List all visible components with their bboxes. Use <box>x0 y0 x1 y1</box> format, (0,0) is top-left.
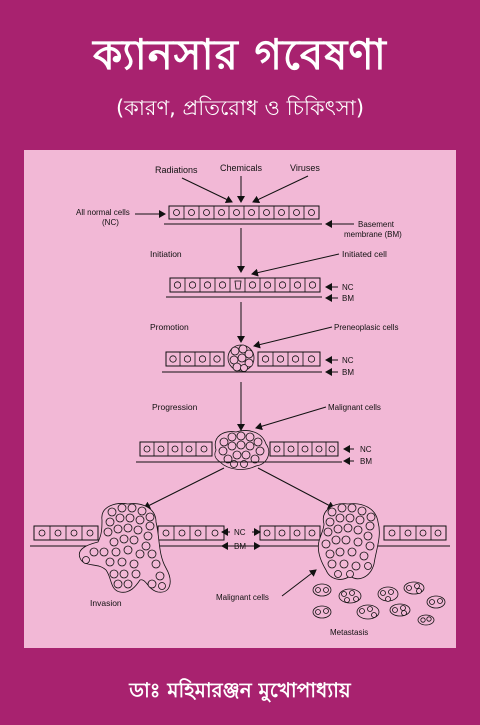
bm-label-1: BM <box>342 294 354 303</box>
normal-cell-row <box>164 205 322 225</box>
metastasis-label: Metastasis <box>330 628 368 637</box>
author-name: ডাঃ মহিমারঞ্জন মুখোপাধ্যায় <box>129 678 351 702</box>
basement-label: Basement <box>358 220 395 229</box>
promotion-label: Promotion <box>150 322 189 332</box>
initiation-label: Initiation <box>150 249 182 259</box>
preneoplastic-cluster <box>227 344 255 372</box>
bm-label-4: BM <box>234 542 246 551</box>
nc-label-4: NC <box>234 528 246 537</box>
malignant-cells-bottom-label: Malignant cells <box>216 593 269 602</box>
book-subtitle: (কারণ, প্রতিরোধ ও চিকিৎসা) <box>115 96 365 120</box>
invasion-label: Invasion <box>90 598 122 608</box>
progression-label: Progression <box>152 402 198 412</box>
preneoplastic-label: Preneoplasic cells <box>334 323 398 332</box>
malignant-cells-label: Malignant cells <box>328 403 381 412</box>
nc-label-1: NC <box>342 283 354 292</box>
metastatic-clumps <box>312 581 446 626</box>
normal-cells-label: All normal cells <box>76 208 130 217</box>
malignant-cluster <box>214 430 270 470</box>
normal-cells-abbr: (NC) <box>102 218 119 227</box>
cause-arrows <box>181 175 309 204</box>
nc-label-3: NC <box>360 445 372 454</box>
invasion-cluster <box>78 503 171 593</box>
bm-label-3: BM <box>360 457 372 466</box>
bm-label-2: BM <box>342 368 354 377</box>
preneoplastic-cell-row <box>162 344 322 373</box>
radiations-label: Radiations <box>155 165 198 175</box>
nc-label-2: NC <box>342 356 354 365</box>
diagram-svg: Radiations Chemicals Viruses All normal … <box>30 163 450 637</box>
viruses-label: Viruses <box>290 163 320 173</box>
chemicals-label: Chemicals <box>220 163 263 173</box>
malignant-cell-row <box>136 430 342 470</box>
book-title: ক্যানসার গবেষণা <box>93 30 387 79</box>
initiated-cell-row <box>166 277 322 298</box>
initiated-cell-label: Initiated cell <box>342 249 387 259</box>
carcinogenesis-diagram: Radiations Chemicals Viruses All normal … <box>24 150 456 648</box>
metastasis-cluster <box>318 503 380 580</box>
basement-label-2: membrane (BM) <box>344 230 402 239</box>
